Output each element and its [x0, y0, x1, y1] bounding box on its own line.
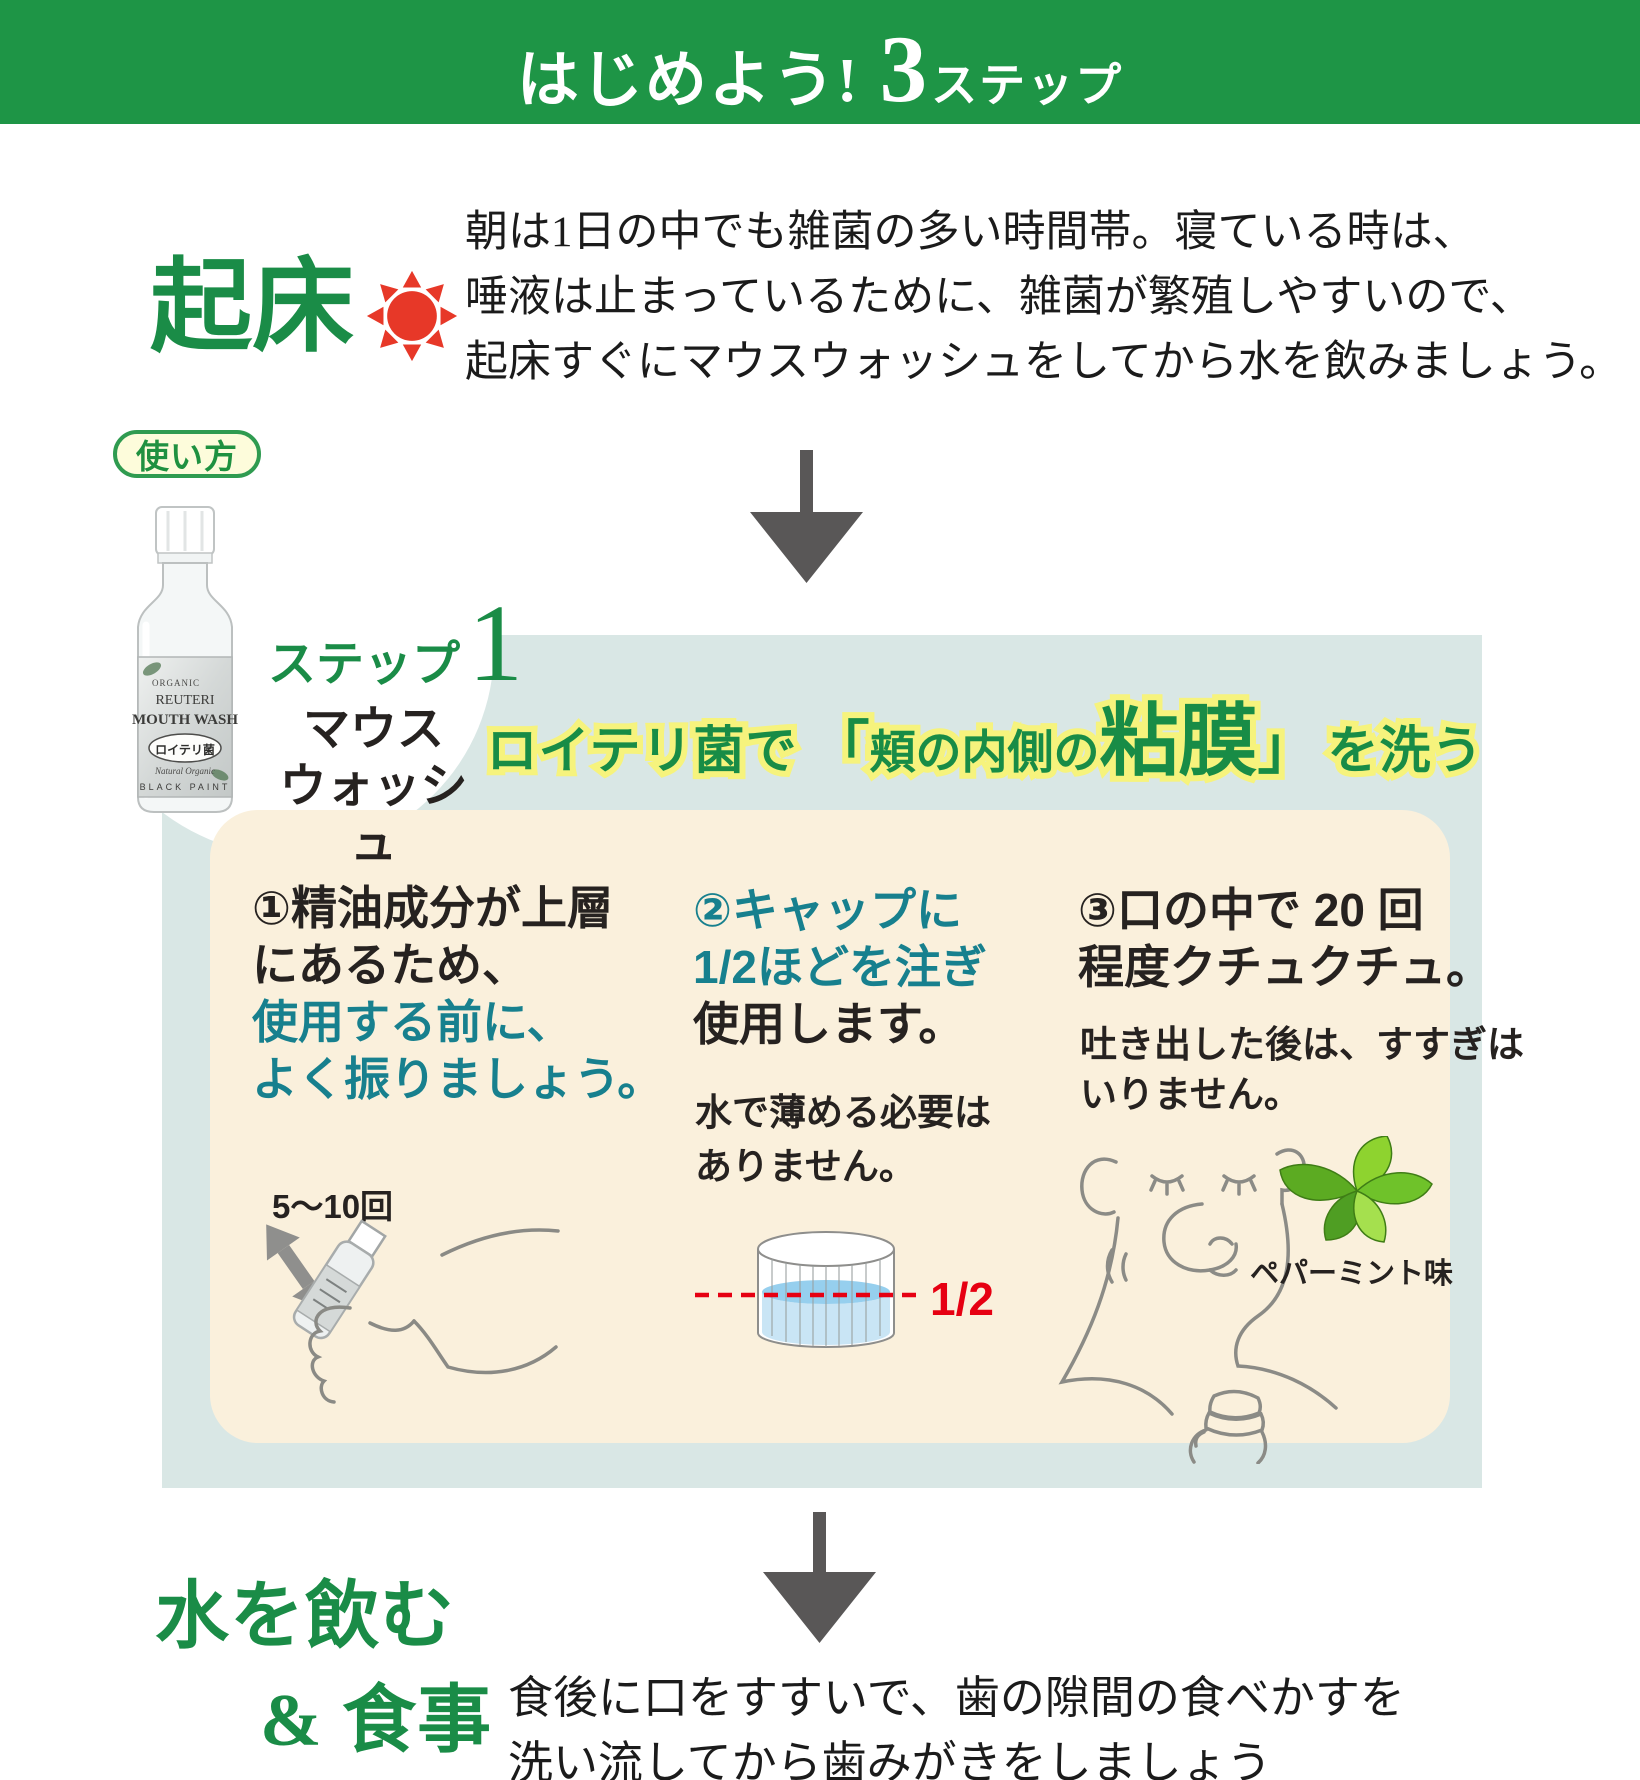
headline-seg1: ロイテリ菌で: [486, 722, 798, 779]
instruction-3-text2: 程度クチュクチュ。: [1078, 941, 1492, 993]
footer-line-1: 食後に口をすすいで、歯の隙間の食べかすを: [508, 1673, 1405, 1723]
instruction-2: ②キャップに 1/2ほどを注ぎ 使用します。: [693, 882, 987, 1053]
headline-seg5: 」: [1251, 710, 1321, 787]
cap-half-full-illustration: [695, 1231, 920, 1348]
half-amount-label: 1/2: [930, 1273, 994, 1325]
headline-seg3: 頬の内側の: [863, 720, 1105, 784]
instruction-2-emphasis1: キャップに: [731, 884, 962, 936]
footer-paragraph: 食後に口をすすいで、歯の隙間の食べかすを 洗い流してから歯みがきをしましょう: [508, 1666, 1405, 1780]
step1-label: ステップ: [268, 638, 461, 691]
step1-title: ステップ 1: [268, 588, 523, 698]
headline-seg6: を洗う: [1327, 722, 1484, 779]
instruction-2-note: 水で薄める必要は ありません。: [695, 1086, 991, 1194]
mint-leaf-icon: [1279, 1136, 1433, 1243]
instruction-2-text1: 使用します。: [693, 998, 965, 1050]
intro-line-3: 起床すぐにマウスウォッシュをしてから水を飲みましょう。: [465, 339, 1623, 386]
instruction-3: ③口の中で 20 回 程度クチュクチュ。: [1078, 882, 1492, 996]
sun-icon: [366, 270, 458, 362]
shake-count-label: 5〜10回: [272, 1188, 394, 1225]
instruction-1-emphasis1: 使用する前に、: [252, 996, 573, 1048]
bottle-label-organic: ORGANIC: [152, 678, 200, 688]
headline-seg5: 」: [1257, 716, 1316, 781]
instruction-1: ①精油成分が上層 にあるため、 使用する前に、 よく振りましょう。: [252, 880, 663, 1108]
headline-seg3: 頬の内側の: [869, 726, 1100, 778]
header-title-number: 3: [879, 16, 928, 122]
instruction-3-number: ③: [1078, 884, 1117, 936]
instruction-1-emphasis2: よく振りましょう。: [252, 1053, 664, 1105]
bottle-label-maker: BLACK PAINT: [140, 782, 231, 792]
intro-paragraph: 朝は1日の中でも雑菌の多い時間帯。寝ている時は、 唾液は止まっているために、雑菌…: [465, 200, 1622, 395]
product-name-line2: ウォッシュ: [279, 759, 468, 869]
instruction-1-text1: 精油成分が上層: [290, 882, 613, 934]
instruction-2-emphasis2: 1/2ほどを注ぎ: [693, 941, 987, 993]
bottle-label-brand: REUTERI: [155, 693, 214, 708]
headline-seg2: 「: [805, 710, 875, 787]
headline-seg2: 「: [811, 716, 870, 781]
instruction-2-number: ②: [693, 884, 732, 936]
step1-headline: ロイテリ菌で「頬の内側の粘膜」を洗う ロイテリ菌で「頬の内側の粘膜」を洗う: [480, 662, 1488, 791]
step1-number: 1: [468, 582, 524, 704]
usage-badge: 使い方: [113, 430, 261, 478]
footer-meal-label: & 食事: [260, 1680, 493, 1762]
headline-outline-layer: ロイテリ菌で「頬の内側の粘膜」を洗う: [480, 662, 1488, 791]
instruction-2-note-line1: 水で薄める必要は: [695, 1092, 991, 1133]
instruction-3-note-line2: いりません。: [1080, 1074, 1301, 1115]
footer-line-2: 洗い流してから歯みがきをしましょう: [508, 1738, 1272, 1780]
headline-seg4: 粘膜: [1099, 696, 1258, 785]
footer-drink-water-label: 水を飲む: [155, 1576, 455, 1658]
intro-line-2: 唾液は止まっているために、雑菌が繁殖しやすいので、: [465, 274, 1533, 321]
headline-seg1: ロイテリ菌で: [480, 716, 802, 785]
wake-up-title: 起床: [150, 252, 354, 365]
instruction-3-text1: 口の中で 20 回: [1116, 884, 1424, 936]
instruction-3-note-line1: 吐き出した後は、すすぎは: [1080, 1024, 1524, 1065]
bottle-label-name: MOUTH WASH: [132, 712, 238, 728]
intro-line-1: 朝は1日の中でも雑菌の多い時間帯。寝ている時は、: [465, 209, 1476, 256]
shake-bottle-illustration: [266, 1219, 560, 1404]
instruction-1-text2: にあるため、: [252, 939, 528, 991]
down-arrow-icon: [763, 1512, 876, 1643]
header-title-part3: ステップ: [931, 60, 1124, 111]
flavor-label: ペパーミント味: [1250, 1258, 1454, 1290]
header-title-part1: はじめよう!: [516, 47, 860, 115]
down-arrow-icon: [750, 450, 863, 583]
header-banner: はじめよう! 3 ステップ: [0, 0, 1640, 124]
gargle-face-illustration: [1058, 1148, 1338, 1464]
mouthwash-bottle-image: ORGANIC REUTERI MOUTH WASH ロイテリ菌 Natural…: [132, 506, 238, 813]
instruction-1-number: ①: [252, 882, 291, 934]
headline-text-layer: ロイテリ菌で「頬の内側の粘膜」を洗う: [486, 662, 1482, 787]
product-name-line1: マウス: [303, 702, 444, 755]
bottle-label-oval-text: ロイテリ菌: [155, 742, 215, 757]
product-name: マウス ウォッシュ: [276, 700, 471, 871]
headline-seg6: を洗う: [1321, 716, 1488, 785]
instruction-3-note: 吐き出した後は、すすぎは いりません。: [1080, 1020, 1524, 1120]
instruction-2-note-line2: ありません。: [695, 1146, 916, 1187]
bottle-label-natural: Natural Organic: [154, 766, 215, 776]
headline-seg4: 粘膜: [1093, 690, 1263, 791]
